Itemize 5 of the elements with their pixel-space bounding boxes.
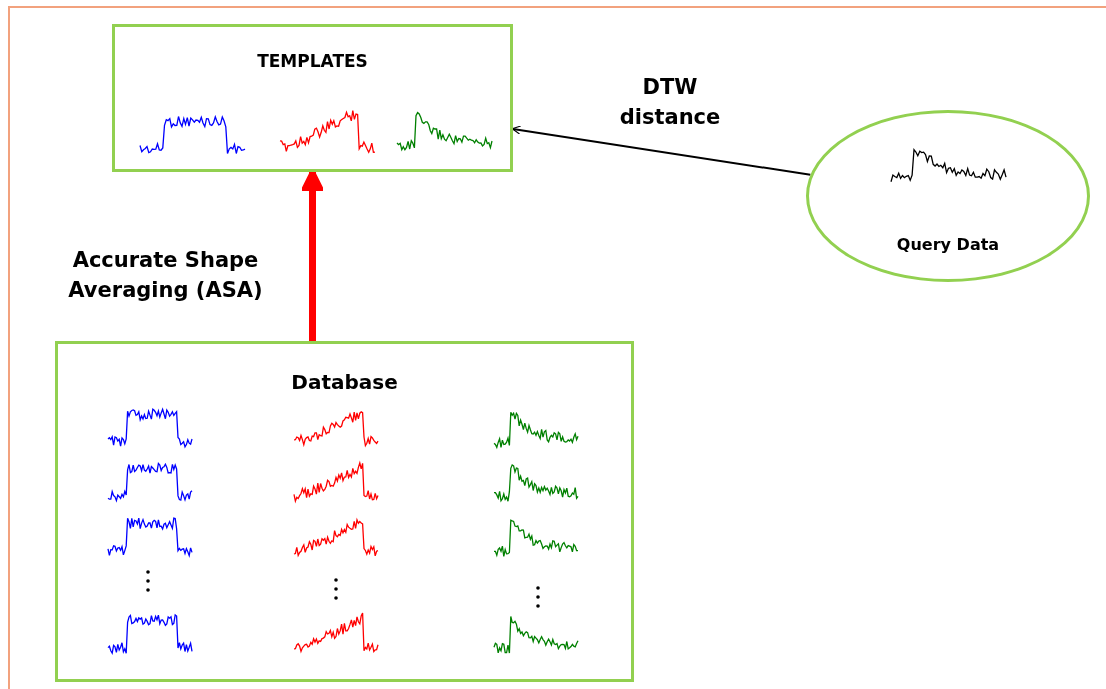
node-title: TEMPLATES <box>257 51 368 71</box>
node-title: Database <box>291 370 398 394</box>
panel-box <box>112 24 513 172</box>
node-title: Query Data <box>896 235 1000 254</box>
panel-box <box>55 341 634 682</box>
